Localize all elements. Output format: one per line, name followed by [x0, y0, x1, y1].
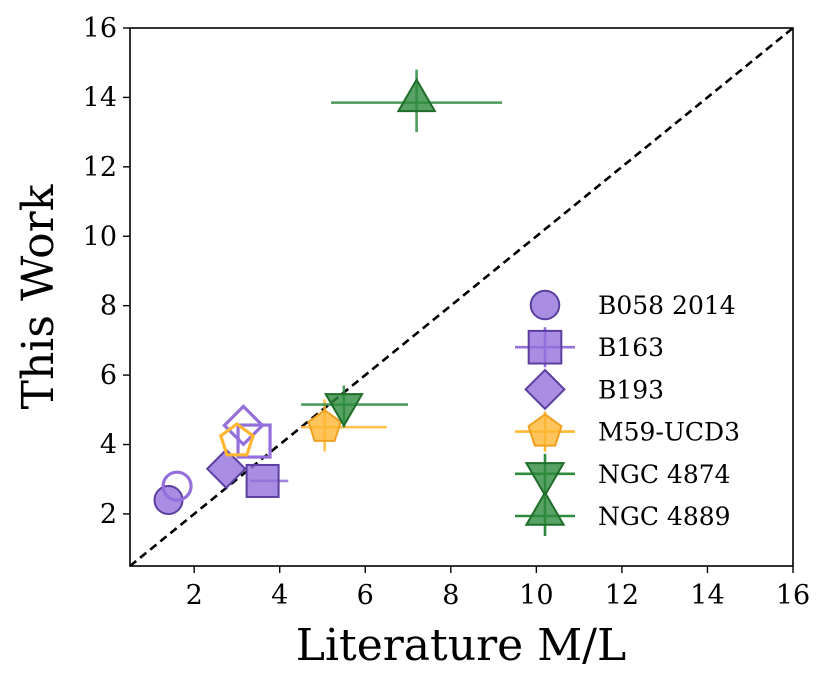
- x-tick-label: 16: [776, 580, 810, 611]
- y-tick-label: 2: [100, 499, 117, 530]
- x-tick-label: 8: [442, 580, 459, 611]
- x-tick-label: 10: [519, 580, 553, 611]
- plot-area: [130, 28, 793, 566]
- legend-label: M59-UCD3: [598, 418, 740, 447]
- legend-marker-triangle-up: [524, 490, 566, 526]
- legend-label: B163: [598, 333, 664, 362]
- x-tick-label: 6: [357, 580, 374, 611]
- y-tick-label: 6: [100, 360, 117, 391]
- plot-frame: [129, 27, 794, 567]
- x-tick-label: 2: [186, 580, 203, 611]
- data-marks: [153, 69, 503, 516]
- legend-label: NGC 4889: [598, 502, 731, 531]
- data-point-filled-triangle-down: [323, 393, 364, 428]
- legend-label: B058 2014: [598, 291, 736, 320]
- y-axis-ticks: 2 4 6 8 10 12 14 16: [83, 13, 130, 530]
- y-tick-label: 12: [83, 152, 117, 183]
- x-tick-label: 14: [690, 580, 724, 611]
- data-point-filled-pentagon: [307, 408, 342, 442]
- data-point-open-diamond: [222, 404, 265, 447]
- legend-marker-triangle-down: [524, 462, 566, 498]
- x-axis-title: Literature M/L: [296, 620, 626, 671]
- legend-label: NGC 4874: [598, 460, 731, 489]
- y-tick-label: 16: [83, 13, 117, 44]
- y-axis-title: This Work: [13, 184, 64, 409]
- data-point-open-circle: [161, 470, 193, 502]
- data-point-filled-triangle-up: [396, 77, 437, 113]
- legend-label: B193: [598, 375, 664, 404]
- y-tick-label: 14: [83, 82, 117, 113]
- x-tick-label: 12: [605, 580, 639, 611]
- legend-marker-pentagon: [527, 413, 563, 447]
- data-point-filled-diamond: [205, 448, 247, 490]
- data-point-filled-square: [245, 463, 280, 498]
- y-tick-label: 8: [100, 291, 117, 322]
- legend-marker-square: [527, 329, 563, 365]
- y-tick-label: 10: [83, 221, 117, 252]
- legend-marker-diamond: [524, 368, 566, 411]
- legend-marker-circle: [529, 289, 561, 321]
- x-axis-ticks: 2 4 6 8 10 12 14 16: [186, 566, 810, 611]
- x-tick-label: 4: [271, 580, 288, 611]
- data-point-open-pentagon: [218, 422, 255, 457]
- y-tick-label: 4: [100, 430, 117, 461]
